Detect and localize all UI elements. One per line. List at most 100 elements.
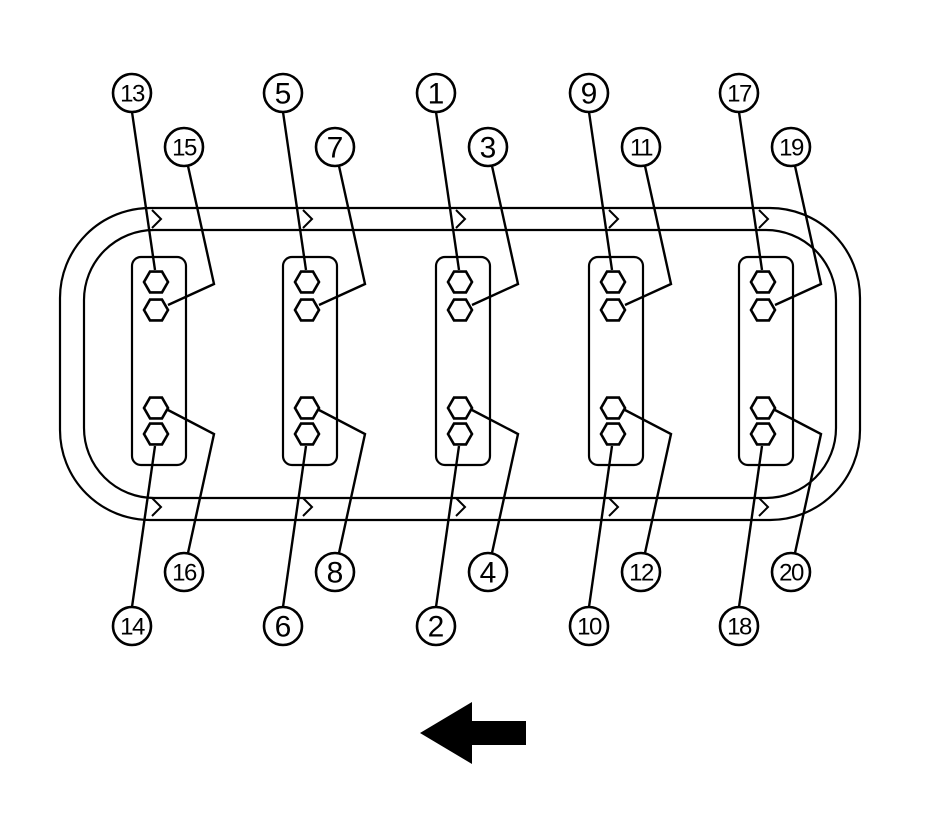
bearing-cap-outline bbox=[434, 255, 492, 467]
rail-mark-bottom-5 bbox=[758, 497, 770, 517]
leader-line-1 bbox=[434, 111, 461, 271]
hex-bolt-icon bbox=[749, 298, 777, 322]
rail-mark-bottom-2 bbox=[302, 497, 314, 517]
rail-mark-bottom-4 bbox=[608, 497, 620, 517]
callout-circle bbox=[415, 72, 457, 114]
callout-4: 4 bbox=[467, 551, 509, 593]
callout-circle bbox=[163, 126, 205, 168]
callout-circle bbox=[314, 551, 356, 593]
hex-bolt-icon bbox=[293, 298, 321, 322]
callout-circle bbox=[262, 605, 304, 647]
callout-number: 12 bbox=[629, 560, 654, 587]
leader-line-20 bbox=[774, 408, 823, 554]
leader-line-5 bbox=[281, 111, 308, 271]
frame-rail-marks bbox=[151, 209, 770, 517]
callout-number: 2 bbox=[428, 611, 445, 644]
hex-bolt-icon bbox=[293, 396, 321, 420]
callout-circle bbox=[718, 72, 760, 114]
callout-3: 3 bbox=[467, 126, 509, 168]
callout-2: 2 bbox=[415, 605, 457, 647]
arrow-left-icon bbox=[420, 702, 526, 764]
leader-line-2 bbox=[434, 445, 461, 608]
leader-line-13 bbox=[130, 111, 157, 271]
callout-number: 14 bbox=[120, 614, 145, 641]
leader-line-9 bbox=[587, 111, 614, 271]
callout-circle bbox=[467, 551, 509, 593]
hex-bolt-icon bbox=[142, 396, 170, 420]
hex-bolt-icon bbox=[749, 270, 777, 294]
leader-line-19 bbox=[774, 165, 823, 307]
leader-line-4 bbox=[471, 408, 520, 554]
callout-11: 11 bbox=[620, 126, 662, 168]
callout-8: 8 bbox=[314, 551, 356, 593]
callout-number: 3 bbox=[480, 132, 497, 165]
bearing-cap-outline bbox=[587, 255, 645, 467]
callout-number: 18 bbox=[727, 614, 752, 641]
callout-circle bbox=[262, 72, 304, 114]
leader-line-14 bbox=[130, 445, 157, 608]
rail-mark-top-1 bbox=[151, 209, 163, 229]
callout-number: 1 bbox=[428, 78, 445, 111]
leader-line-7 bbox=[318, 165, 367, 307]
callout-13: 13 bbox=[111, 72, 153, 114]
bearing-cap-2 bbox=[281, 255, 339, 467]
bearing-cap-outline bbox=[281, 255, 339, 467]
callout-circle bbox=[770, 551, 812, 593]
callout-5: 5 bbox=[262, 72, 304, 114]
callout-circle bbox=[111, 72, 153, 114]
frame-outer-edge bbox=[58, 206, 862, 522]
rail-mark-bottom-1 bbox=[151, 497, 163, 517]
hex-bolt-icon bbox=[446, 298, 474, 322]
callout-circle bbox=[718, 605, 760, 647]
leader-line-3 bbox=[471, 165, 520, 307]
rail-mark-top-4 bbox=[608, 209, 620, 229]
callout-number: 8 bbox=[327, 557, 344, 590]
hex-bolt-icon bbox=[446, 270, 474, 294]
rail-mark-top-3 bbox=[455, 209, 467, 229]
rail-mark-bottom-3 bbox=[455, 497, 467, 517]
hex-bolt-icon bbox=[749, 396, 777, 420]
callout-15: 15 bbox=[163, 126, 205, 168]
leader-line-15 bbox=[167, 165, 216, 307]
callout-7: 7 bbox=[314, 126, 356, 168]
callout-number: 13 bbox=[120, 81, 145, 108]
callout-6: 6 bbox=[262, 605, 304, 647]
frame-inner-edge bbox=[82, 228, 838, 500]
hex-bolt-icon bbox=[599, 396, 627, 420]
hex-bolt-icon bbox=[293, 270, 321, 294]
callout-19: 19 bbox=[770, 126, 812, 168]
callout-circle bbox=[568, 72, 610, 114]
callout-leaders bbox=[130, 111, 823, 608]
callout-17: 17 bbox=[718, 72, 760, 114]
hex-bolt-icon bbox=[446, 396, 474, 420]
callout-number: 9 bbox=[581, 78, 598, 111]
callout-number: 16 bbox=[172, 560, 197, 587]
hex-bolt-icon bbox=[599, 270, 627, 294]
hex-bolt-icon bbox=[446, 422, 474, 446]
hex-bolt-icon bbox=[749, 422, 777, 446]
callout-number: 5 bbox=[275, 78, 292, 111]
callout-number: 4 bbox=[480, 557, 497, 590]
hex-bolt-icon bbox=[142, 298, 170, 322]
bearing-cap-3 bbox=[434, 255, 492, 467]
leader-line-12 bbox=[624, 408, 673, 554]
callout-circle bbox=[770, 126, 812, 168]
callout-circle bbox=[467, 126, 509, 168]
frame-outline bbox=[58, 206, 862, 522]
leader-line-11 bbox=[624, 165, 673, 307]
bearing-caps bbox=[130, 255, 795, 467]
rail-mark-top-5 bbox=[758, 209, 770, 229]
callout-18: 18 bbox=[718, 605, 760, 647]
callout-number: 19 bbox=[779, 135, 804, 162]
leader-line-10 bbox=[587, 445, 614, 608]
hex-bolt-icon bbox=[599, 422, 627, 446]
leader-line-18 bbox=[737, 445, 764, 608]
leader-line-6 bbox=[281, 445, 308, 608]
leader-line-16 bbox=[167, 408, 216, 554]
callout-number: 17 bbox=[727, 81, 752, 108]
leader-line-8 bbox=[318, 408, 367, 554]
bearing-cap-4 bbox=[587, 255, 645, 467]
callout-20: 20 bbox=[770, 551, 812, 593]
